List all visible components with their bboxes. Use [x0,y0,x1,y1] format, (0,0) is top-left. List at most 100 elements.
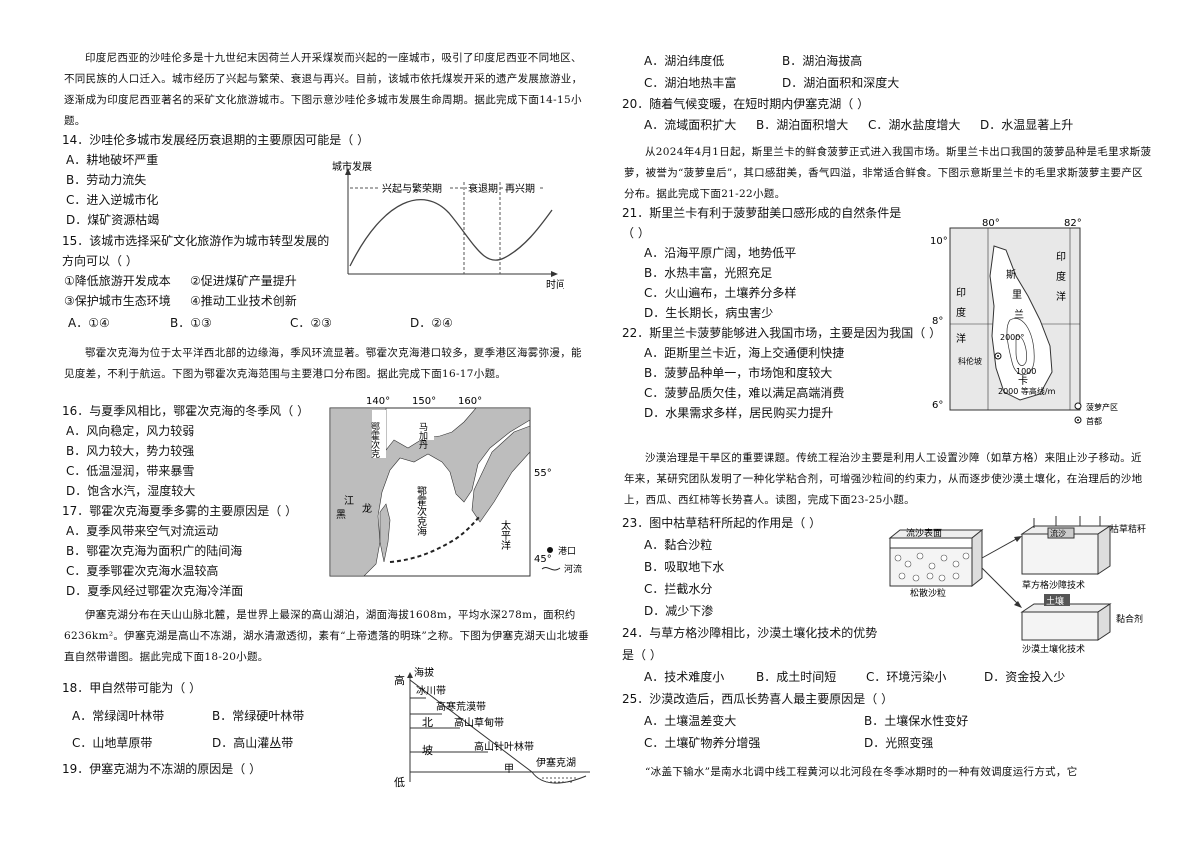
svg-text:2000 等高线/m: 2000 等高线/m [998,386,1056,396]
q15-option-b[interactable]: B．①③ [170,316,212,330]
q17-option-a[interactable]: A．夏季风带来空气对流运动 [66,524,219,538]
q24-option-d[interactable]: D．资金投入少 [984,670,1066,684]
svg-text:150°: 150° [412,396,436,407]
q16-option-a[interactable]: A．风向稳定，风力较弱 [66,424,195,438]
q14-option-b[interactable]: B．劳动力流失 [66,173,147,187]
q21-option-a[interactable]: A．沿海平原广阔，地势低平 [644,246,797,260]
svg-text:里: 里 [1012,289,1022,301]
q16-option-b[interactable]: B．风力较大，势力较强 [66,444,195,458]
svg-text:高山针叶林带: 高山针叶林带 [474,740,534,753]
q25-option-d[interactable]: D．光照变强 [864,736,934,750]
svg-text:首都: 首都 [1086,416,1102,426]
q23-option-a[interactable]: A．黏合沙粒 [644,538,713,552]
q18-option-a[interactable]: A．常绿阔叶林带 [72,709,165,723]
svg-text:沙漠土壤化技术: 沙漠土壤化技术 [1022,643,1085,654]
q16-option-d[interactable]: D．饱含水汽，湿度较大 [66,484,196,498]
svg-text:松散沙粒: 松散沙粒 [910,587,946,599]
q22-option-b[interactable]: B．菠萝品种单一，市场饱和度较大 [644,366,833,380]
okhotsk-map-figure: 140° 150° 160° 鄂霍次克 马加丹 鄂霍次克海 江 黑 龙 太平洋 … [329,396,582,577]
q14-option-a[interactable]: A．耕地破坏严重 [66,153,159,167]
q18-option-b[interactable]: B．常绿硬叶林带 [212,709,305,723]
q20-option-c[interactable]: C．湖水盐度增大 [868,118,961,132]
q23-option-b[interactable]: B．吸取地下水 [644,560,725,574]
q17-option-b[interactable]: B．鄂霍次克海为面积广的陆间海 [66,544,243,558]
intro-23-25: 沙漠治理是干旱区的重要课题。传统工程治沙主要是利用人工设置沙障（如草方格）来阻止… [624,452,1143,506]
q18-option-d[interactable]: D．高山灌丛带 [212,736,294,750]
svg-text:洋: 洋 [1056,290,1066,303]
q19-option-b[interactable]: B．湖泊海拔高 [782,54,863,68]
question-22: 22．斯里兰卡菠萝能够进入我国市场，主要是因为我国（ ） [622,326,942,340]
q15-option-a[interactable]: A．①④ [68,316,110,330]
q17-option-d[interactable]: D．夏季风经过鄂霍次克海冷洋面 [66,584,244,598]
q20-option-a[interactable]: A．流域面积扩大 [644,118,737,132]
q21-option-c[interactable]: C．火山遍布，土壤养分多样 [644,286,797,300]
q21-option-b[interactable]: B．水热丰富，光照充足 [644,266,773,280]
q17-option-c[interactable]: C．夏季鄂霍次克海水温较高 [66,564,219,578]
intro-14-15: 印度尼西亚的沙哇伦多是十九世纪末因荷兰人开采煤炭而兴起的一座城市，吸引了印度尼西… [64,52,583,127]
svg-text:土壤: 土壤 [1046,595,1064,607]
svg-text:甲: 甲 [504,764,514,775]
svg-text:55°: 55° [534,468,552,479]
q23-option-c[interactable]: C．拦截水分 [644,582,713,596]
svg-text:度: 度 [1056,270,1066,283]
q22-option-a[interactable]: A．距斯里兰卡近，海上交通便利快捷 [644,346,845,360]
q24-option-a[interactable]: A．技术难度小 [644,670,725,684]
intro-26: “冰盖下输水”是南水北调中线工程黄河以北河段在冬季冰期时的一种有效调度运行方式，… [645,766,1078,778]
svg-text:8°: 8° [932,316,943,327]
svg-text:印: 印 [956,287,966,299]
svg-text:兰: 兰 [1014,308,1024,321]
fig1-curve [349,199,553,267]
svg-text:黏合剂: 黏合剂 [1116,613,1143,625]
svg-text:10°: 10° [930,236,948,247]
q19-option-a[interactable]: A．湖泊纬度低 [644,54,725,68]
q15-item-4: ④推动工业技术创新 [190,294,297,308]
svg-text:印: 印 [1056,251,1066,263]
svg-text:草方格沙障技术: 草方格沙障技术 [1022,579,1085,591]
q25-option-c[interactable]: C．土壤矿物养分增强 [644,736,761,750]
intro-21-22: 从2024年4月1日起，斯里兰卡的鲜食菠萝正式进入我国市场。斯里兰卡出口我国的菠… [624,146,1152,200]
question-24-line2: 是（ ） [622,648,662,662]
svg-text:82°: 82° [1064,218,1082,229]
q14-option-d[interactable]: D．煤矿资源枯竭 [66,213,160,227]
question-14: 14．沙哇伦多城市发展经历衰退期的主要原因可能是（ ） [62,133,370,147]
q19-option-d[interactable]: D．湖泊面积和深度大 [782,76,900,90]
q24-option-c[interactable]: C．环境污染小 [866,670,947,684]
question-19: 19．伊塞克湖为不冻湖的原因是（ ） [62,762,262,776]
question-24-line1: 24．与草方格沙障相比，沙漠土壤化技术的优势 [622,626,878,640]
question-20: 20．随着气候变暖，在短时期内伊塞克湖（ ） [622,97,870,111]
q20-option-d[interactable]: D．水温显著上升 [980,118,1074,132]
fig1-phase2: 衰退期 [468,182,498,195]
svg-text:2000°: 2000° [1000,333,1024,342]
svg-text:45°: 45° [534,554,552,565]
q20-option-b[interactable]: B．湖泊面积增大 [756,118,849,132]
svg-text:140°: 140° [366,396,390,407]
q22-option-c[interactable]: C．菠萝品质欠佳，难以满足高端消费 [644,386,845,400]
q21-option-d[interactable]: D．生长期长，病虫害少 [644,306,774,320]
question-21-line1: 21．斯里兰卡有利于菠萝甜美口感形成的自然条件是 [622,206,902,220]
q24-option-b[interactable]: B．成土时间短 [756,670,837,684]
q19-option-c[interactable]: C．湖泊地热丰富 [644,76,737,90]
q22-option-d[interactable]: D．水果需求多样，居民购买力提升 [644,406,834,420]
q15-option-d[interactable]: D．②④ [410,316,453,330]
svg-text:马加丹: 马加丹 [417,422,428,450]
q16-option-c[interactable]: C．低温湿润，带来暴雪 [66,464,195,478]
sand-control-figure: 流沙表面 松散沙粒 流沙 枯草秸秆 草方格沙障技术 土壤 黏合剂 沙漠土壤化技术 [888,516,1146,654]
svg-text:度: 度 [956,306,966,319]
q18-option-c[interactable]: C．山地草原带 [72,736,153,750]
vertical-zone-figure: 高 海拔 低 冰川带 高寒荒漠带 高山草甸带 高山针叶林带 甲 北 坡 伊塞克湖 [394,666,590,789]
q14-option-c[interactable]: C．进入逆城市化 [66,193,159,207]
q25-option-a[interactable]: A．土壤温差变大 [644,714,737,728]
svg-text:龙: 龙 [362,502,372,515]
q25-option-b[interactable]: B．土壤保水性变好 [864,714,969,728]
svg-text:黑: 黑 [336,509,346,521]
intro-16-17: 鄂霍次克海为位于太平洋西北部的边缘海，季风环流显著。鄂霍次克海港口较多，夏季港区… [64,347,582,380]
q15-option-c[interactable]: C．②③ [290,316,332,330]
svg-text:流沙表面: 流沙表面 [906,527,942,539]
svg-text:1000: 1000 [1016,367,1036,376]
svg-text:冰川带: 冰川带 [416,684,446,697]
q15-item-1: ①降低旅游开发成本 [64,274,171,288]
city-lifecycle-figure: 城市发展 时间 兴起与繁荣期 衰退期 再兴期 [332,160,564,291]
q23-option-d[interactable]: D．减少下渗 [644,604,714,618]
question-21-line2: （ ） [622,226,650,240]
svg-text:卡: 卡 [1018,374,1028,387]
